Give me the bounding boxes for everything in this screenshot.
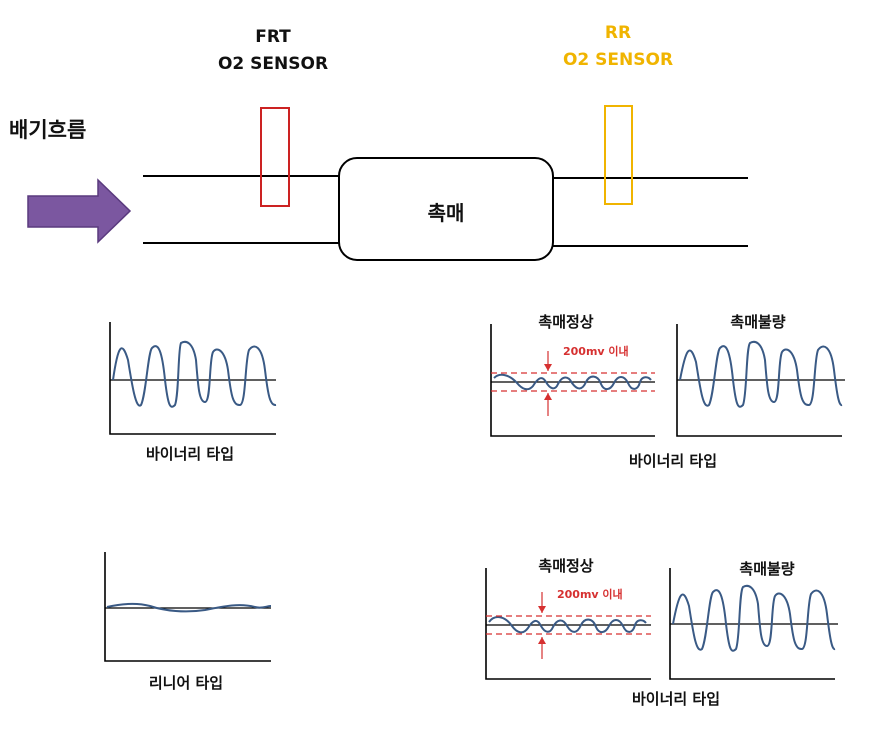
front-sensor-title: FRT O2 SENSOR: [218, 24, 328, 78]
front-sensor-title-line1: FRT: [255, 27, 291, 47]
binary-rear-tolerance-band: [491, 351, 655, 416]
binary-rear-band-label: 200mv 이내: [563, 345, 629, 358]
binary-rear-caption: 바이너리 타입: [628, 452, 718, 470]
front-o2-sensor: [260, 107, 290, 207]
linear-rear-band-label: 200mv 이내: [557, 588, 623, 601]
rear-o2-sensor: [604, 105, 633, 205]
rear-sensor-title-line1: RR: [604, 23, 632, 43]
linear-front-caption: 리니어 타입: [148, 674, 224, 692]
binary-rear-bad-waveform: [679, 340, 843, 408]
binary-rear-normal-label: 촉매정상: [538, 313, 594, 331]
linear-rear-normal-waveform: [488, 616, 647, 634]
exhaust-flow-label: 배기흐름: [9, 118, 87, 142]
linear-front-waveform: [106, 602, 272, 613]
binary-front-waveform: [112, 340, 277, 408]
binary-rear-bad-label: 촉매불량: [730, 313, 786, 331]
linear-rear-normal-label: 촉매정상: [538, 557, 594, 575]
rear-sensor-title: RR O2 SENSOR: [563, 20, 673, 74]
exhaust-flow-arrow-icon: [27, 178, 132, 244]
binary-front-axes: [109, 322, 276, 435]
catalyst-label: 촉매: [427, 201, 465, 225]
front-sensor-title-line2: O2 SENSOR: [217, 54, 329, 74]
binary-rear-normal-waveform: [493, 373, 652, 391]
linear-rear-bad-axes: [669, 568, 838, 680]
rear-sensor-title-line2: O2 SENSOR: [562, 50, 674, 70]
binary-rear-normal-axes: [490, 324, 655, 437]
linear-rear-tolerance-band: [486, 592, 651, 659]
binary-rear-bad-axes: [676, 324, 845, 437]
linear-rear-bad-waveform: [672, 584, 836, 652]
linear-rear-caption: 바이너리 타입: [631, 690, 721, 708]
linear-rear-bad-label: 촉매불량: [739, 560, 795, 578]
linear-front-axes: [104, 552, 271, 662]
binary-front-caption: 바이너리 타입: [145, 445, 235, 463]
catalyst-box: [338, 157, 554, 261]
